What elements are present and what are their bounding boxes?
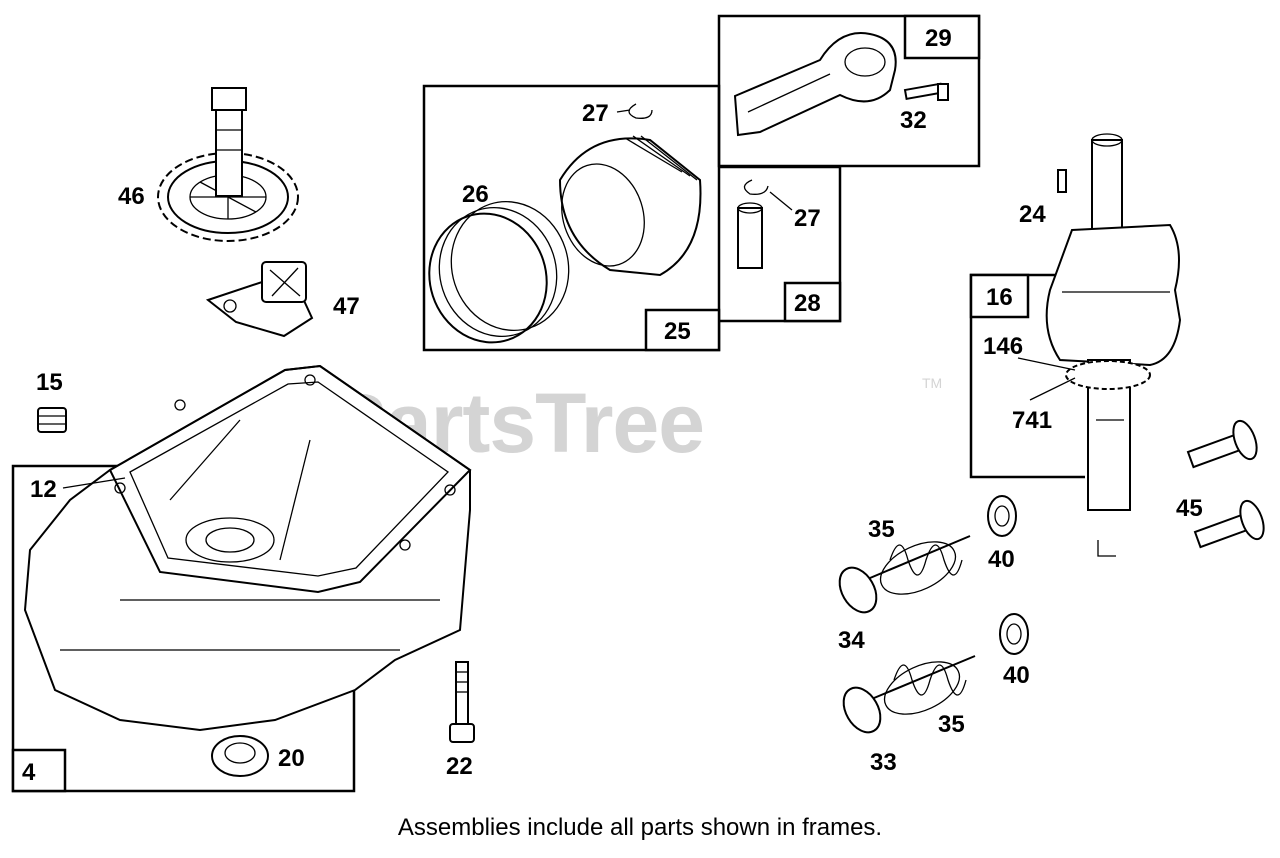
callout-35-exhaust: 35 [868,516,895,543]
callout-40-lower: 40 [1003,662,1030,689]
oil-seal-drawing [211,735,269,777]
frame-4[interactable]: 4 [11,464,356,793]
diagram-caption: Assemblies include all parts shown in fr… [397,814,883,841]
leader-lines [62,109,1076,489]
frame-25[interactable]: 25 [422,84,721,352]
intake-valve-drawing [842,655,976,734]
frame-16-number: 16 [986,284,1013,311]
callout-27-piston: 27 [582,100,609,127]
frame-29[interactable]: 29 [717,14,981,168]
key-drawing [1057,169,1067,193]
callout-labels: 46 47 15 12 20 22 27 26 32 27 24 146 741… [30,100,1203,780]
bolt-drawing [449,661,475,743]
callout-20: 20 [278,745,305,772]
piston-drawing [558,135,702,277]
callout-40-upper: 40 [988,546,1015,573]
callout-47: 47 [333,293,360,320]
crankshaft-drawing [1045,133,1182,511]
retaining-ring-pin [743,179,769,195]
exhaust-valve-drawing [838,535,971,614]
rod-bolt-drawing [903,82,949,101]
frame-4-number: 4 [22,759,36,786]
callout-46: 46 [118,183,145,210]
retainer-upper-drawing [987,495,1017,537]
callout-741: 741 [1012,407,1052,434]
crankcase-drawing [23,364,472,732]
tappet-upper-drawing [1186,419,1258,469]
cam-gear-drawing [157,87,299,242]
callout-34: 34 [838,627,865,654]
callout-22: 22 [446,753,473,780]
piston-rings-drawing [428,200,570,344]
frame-28[interactable]: 28 [719,165,842,323]
callout-33: 33 [870,749,897,776]
watermark-trademark: TM [922,375,942,391]
governor-drawing [205,261,314,338]
wrist-pin-drawing [737,202,763,269]
frame-28-number: 28 [794,290,821,317]
callout-26: 26 [462,181,489,208]
plug-drawing [37,407,67,433]
callout-15: 15 [36,369,63,396]
tappet-lower-drawing [1193,499,1265,549]
callout-27-pin: 27 [794,205,821,232]
callout-45: 45 [1176,495,1203,522]
callout-24: 24 [1019,201,1046,228]
small-key-drawing [1097,540,1116,557]
connecting-rod-drawing [733,32,897,137]
callout-35-intake: 35 [938,711,965,738]
frame-29-number: 29 [925,25,952,52]
frame-25-number: 25 [664,318,691,345]
retaining-ring-top [628,103,653,119]
callout-12: 12 [30,476,57,503]
callout-32: 32 [900,107,927,134]
callout-146: 146 [983,333,1023,360]
retainer-lower-drawing [999,613,1029,655]
frame-16[interactable]: 16 [969,273,1085,479]
